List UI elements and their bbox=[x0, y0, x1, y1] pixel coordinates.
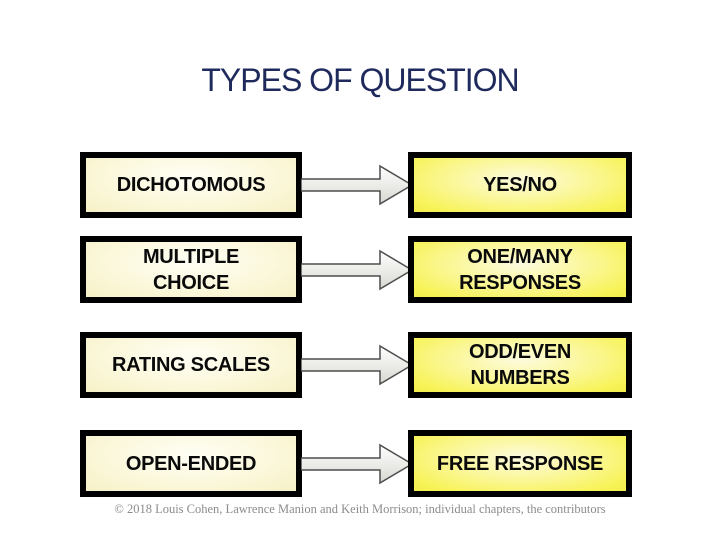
question-type-box: MULTIPLE CHOICE bbox=[80, 236, 302, 303]
question-type-label: RATING SCALES bbox=[112, 354, 270, 376]
response-type-label: ONE/MANY RESPONSES bbox=[459, 245, 581, 294]
right-arrow-icon bbox=[301, 443, 413, 484]
diagram-row-1: DICHOTOMOUS YES/NO bbox=[0, 152, 720, 218]
response-type-box: ODD/EVEN NUMBERS bbox=[408, 332, 632, 398]
question-type-box: RATING SCALES bbox=[80, 332, 302, 398]
diagram-row-3: RATING SCALES ODD/EVEN NUMBERS bbox=[0, 332, 720, 398]
diagram-row-2: MULTIPLE CHOICE ONE/MANY RESPONSES bbox=[0, 236, 720, 303]
right-arrow-icon bbox=[301, 344, 413, 386]
response-type-label: YES/NO bbox=[483, 174, 557, 196]
question-type-label: DICHOTOMOUS bbox=[116, 174, 266, 196]
response-type-label: ODD/EVEN NUMBERS bbox=[468, 341, 572, 389]
question-type-box: OPEN-ENDED bbox=[80, 430, 302, 497]
right-arrow-icon bbox=[301, 249, 413, 290]
question-type-label: OPEN-ENDED bbox=[125, 452, 257, 475]
slide-title: TYPES OF QUESTION bbox=[201, 62, 519, 98]
right-arrow-icon bbox=[301, 164, 413, 206]
response-type-box: YES/NO bbox=[408, 152, 632, 218]
diagram-row-4: OPEN-ENDED FREE RESPONSE bbox=[0, 430, 720, 497]
question-type-label: MULTIPLE CHOICE bbox=[142, 245, 240, 294]
response-type-box: FREE RESPONSE bbox=[408, 430, 632, 497]
question-type-box: DICHOTOMOUS bbox=[80, 152, 302, 218]
copyright-notice: © 2018 Louis Cohen, Lawrence Manion and … bbox=[114, 502, 606, 516]
response-type-box: ONE/MANY RESPONSES bbox=[408, 236, 632, 303]
response-type-label: FREE RESPONSE bbox=[436, 452, 604, 475]
